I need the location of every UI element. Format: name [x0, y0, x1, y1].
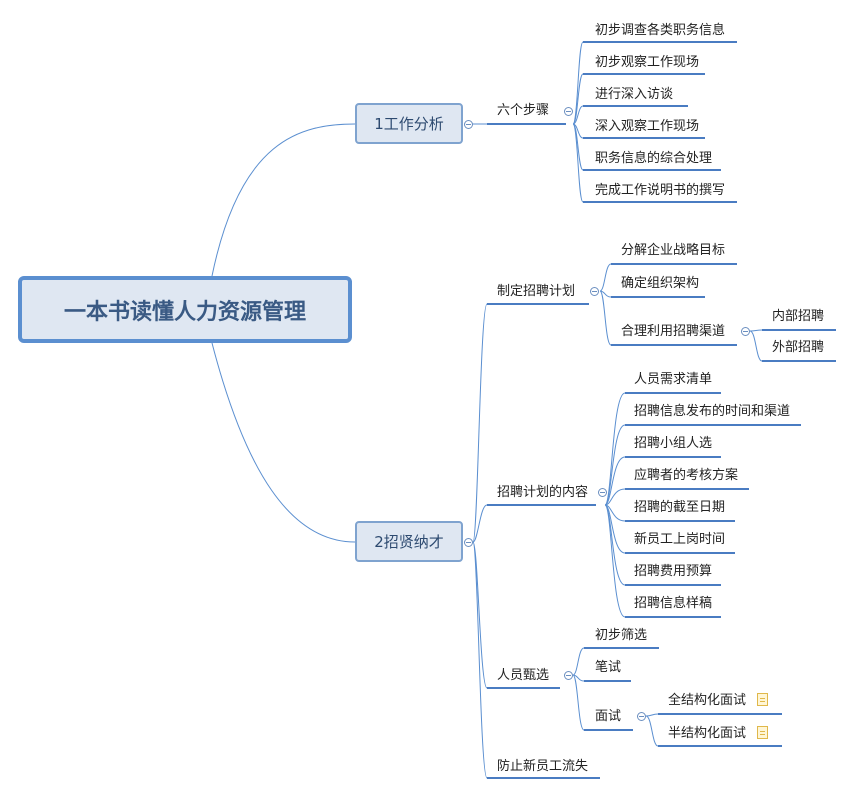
- collapse-icon[interactable]: [564, 107, 573, 116]
- content-item[interactable]: 招聘信息发布的时间和渠道: [634, 404, 791, 419]
- note-icon[interactable]: [757, 726, 768, 739]
- interview-item[interactable]: 全结构化面试: [668, 693, 747, 708]
- step-item[interactable]: 初步调查各类职务信息: [595, 23, 726, 38]
- collapse-icon[interactable]: [741, 327, 750, 336]
- content-item[interactable]: 新员工上岗时间: [634, 532, 726, 547]
- content-item[interactable]: 应聘者的考核方案: [634, 468, 739, 483]
- node-plan-content[interactable]: 招聘计划的内容: [497, 485, 589, 500]
- plan-item[interactable]: 合理利用招聘渠道: [621, 324, 726, 339]
- interview-item[interactable]: 半结构化面试: [668, 726, 747, 741]
- collapse-icon[interactable]: [464, 120, 473, 129]
- step-item[interactable]: 初步观察工作现场: [595, 55, 700, 70]
- plan-item[interactable]: 分解企业战略目标: [621, 243, 726, 258]
- node-screening[interactable]: 人员甄选: [497, 668, 550, 683]
- node-six-steps[interactable]: 六个步骤: [497, 103, 550, 118]
- plan-item[interactable]: 确定组织架构: [621, 276, 700, 291]
- step-item[interactable]: 完成工作说明书的撰写: [595, 183, 726, 198]
- screen-item[interactable]: 笔试: [595, 660, 622, 675]
- branch-recruitment[interactable]: 2招贤纳才: [355, 521, 463, 562]
- node-recruit-plan[interactable]: 制定招聘计划: [497, 284, 576, 299]
- step-item[interactable]: 深入观察工作现场: [595, 119, 700, 134]
- content-item[interactable]: 招聘的截至日期: [634, 500, 726, 515]
- content-item[interactable]: 招聘小组人选: [634, 436, 713, 451]
- note-icon[interactable]: [757, 693, 768, 706]
- collapse-icon[interactable]: [564, 671, 573, 680]
- channel-item[interactable]: 内部招聘: [772, 309, 825, 324]
- collapse-icon[interactable]: [637, 712, 646, 721]
- collapse-icon[interactable]: [464, 538, 473, 547]
- step-item[interactable]: 进行深入访谈: [595, 87, 674, 102]
- collapse-icon[interactable]: [598, 488, 607, 497]
- content-item[interactable]: 人员需求清单: [634, 372, 713, 387]
- collapse-icon[interactable]: [590, 287, 599, 296]
- content-item[interactable]: 招聘费用预算: [634, 564, 713, 579]
- screen-item[interactable]: 面试: [595, 709, 622, 724]
- root-node[interactable]: 一本书读懂人力资源管理: [18, 276, 352, 343]
- branch-job-analysis[interactable]: 1工作分析: [355, 103, 463, 144]
- content-item[interactable]: 招聘信息样稿: [634, 596, 713, 611]
- screen-item[interactable]: 初步筛选: [595, 628, 648, 643]
- node-retention[interactable]: 防止新员工流失: [497, 759, 589, 774]
- channel-item[interactable]: 外部招聘: [772, 340, 825, 355]
- step-item[interactable]: 职务信息的综合处理: [595, 151, 713, 166]
